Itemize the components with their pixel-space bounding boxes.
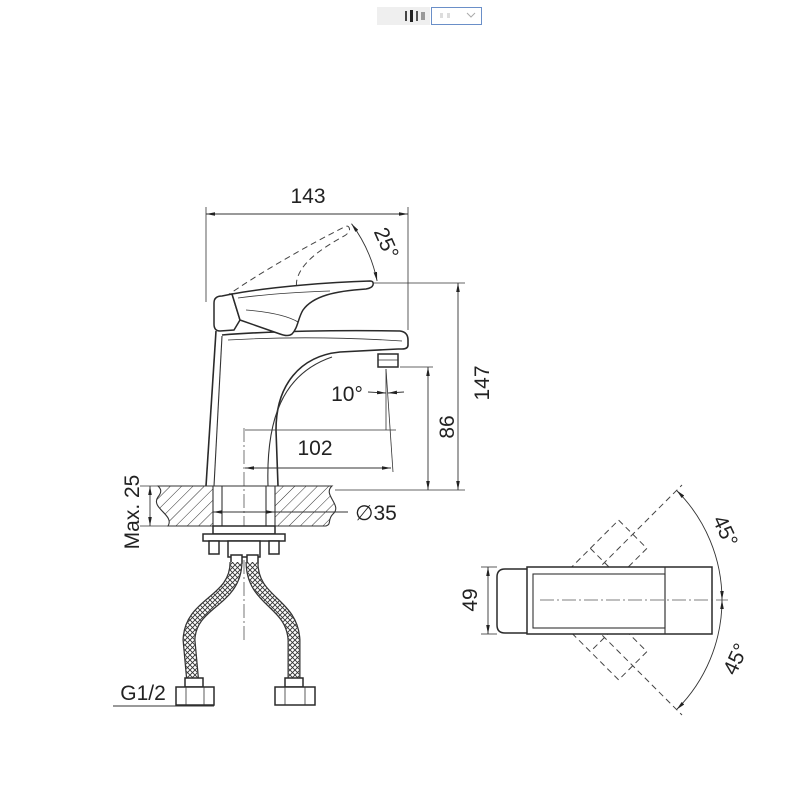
lever-bevel-line (245, 309, 299, 323)
stream-line (385, 368, 394, 473)
thumbnail-mark (421, 12, 425, 20)
dimension-label-stream-angle: 10° (331, 383, 363, 406)
mounting-hardware (202, 525, 286, 564)
angle-arrow-right (387, 390, 405, 395)
thumbnail-mark (416, 11, 418, 21)
dimension-spout-height: 86 (400, 366, 459, 490)
body-left-outer (205, 330, 217, 487)
thread-callout: G1/2 (113, 682, 214, 707)
rotation-axis-upper (566, 484, 683, 601)
supply-hose-right (245, 561, 301, 684)
lever-raised-position (224, 225, 351, 318)
thumbnail-mark (405, 11, 407, 21)
countertop-right-section (274, 485, 337, 527)
angle-arrow-left (367, 390, 387, 395)
top-view: 49 45° 45° (459, 484, 753, 716)
chevron-down-icon[interactable] (466, 12, 476, 18)
dimension-deck-thickness: Max. 25 (121, 475, 168, 550)
dimension-overall-height: 147 (335, 282, 494, 491)
toolbar-fragment (377, 7, 482, 25)
hex-nut (274, 686, 316, 706)
hose-connector-left (230, 554, 243, 564)
dropdown-value-mark (447, 13, 450, 18)
lever-raised-outline (224, 225, 351, 318)
dimension-label-lever-width: 49 (459, 588, 482, 611)
hex-nut (175, 686, 215, 706)
shank-body (227, 540, 261, 558)
dimension-overall-width: 143 (205, 185, 409, 330)
lever-outline (231, 280, 374, 337)
angle-arc (351, 223, 378, 282)
hose-braid (183, 561, 242, 685)
spout-front-curve (275, 348, 399, 487)
aerator (377, 353, 399, 368)
stud-right (268, 540, 280, 555)
angle-arc-upper (676, 490, 724, 601)
dimension-label-lever-angle: 25° (369, 224, 403, 262)
countertop-left-section (155, 485, 214, 527)
dimension-stream-angle: 10° (331, 368, 405, 473)
dimension-label-spout-height: 86 (436, 415, 459, 438)
dimension-label-width: 143 (290, 185, 325, 208)
page-select-dropdown[interactable] (431, 7, 482, 25)
mounting-plate (202, 533, 286, 542)
front-view: 143 25° (113, 185, 494, 707)
body-cap-top-view (496, 568, 531, 634)
cartridge-cap (213, 293, 241, 332)
aerator-body (377, 353, 399, 368)
hose-connector-right (246, 554, 259, 564)
hose-nut-left (175, 677, 215, 706)
supply-hose-left (182, 561, 243, 685)
spout-inner-curve (267, 356, 333, 487)
dimension-label-hole-diameter: ∅35 (355, 502, 397, 525)
hose-nut-right (274, 677, 316, 706)
stud-left (208, 540, 220, 555)
faucet-body (205, 329, 409, 487)
lever-outer-outline (526, 566, 713, 635)
lever-top-view (496, 566, 728, 635)
dimension-label-rotation-upper: 45° (708, 512, 742, 551)
spout-highlight-line (227, 337, 403, 342)
dimension-hole-diameter: ∅35 (213, 502, 397, 525)
dimension-label-deck-thickness: Max. 25 (121, 475, 144, 550)
dropdown-box[interactable] (431, 7, 482, 25)
lever-handle (213, 280, 374, 337)
angle-arc-lower (676, 599, 724, 710)
dimension-spout-reach: 102 (245, 429, 396, 470)
body-left-inner (213, 335, 223, 487)
hose-braid (246, 561, 300, 684)
lever-bevel-line (237, 290, 331, 299)
dimension-label-height: 147 (471, 365, 494, 400)
countertop-section (155, 485, 337, 527)
rotation-axis-lower (566, 599, 683, 716)
supply-hoses (175, 561, 316, 706)
dimension-label-rotation-lower: 45° (719, 640, 753, 679)
mounting-nut (212, 525, 276, 535)
dimension-lever-width: 49 (459, 566, 497, 635)
dimension-lever-angle: 25° (351, 223, 403, 282)
dimension-label-reach: 102 (297, 437, 332, 460)
ferrule (184, 677, 204, 688)
dropdown-value-mark (440, 13, 443, 18)
ferrule (284, 677, 304, 688)
thumbnail-mark (410, 10, 413, 22)
thread-size-label: G1/2 (120, 682, 166, 705)
